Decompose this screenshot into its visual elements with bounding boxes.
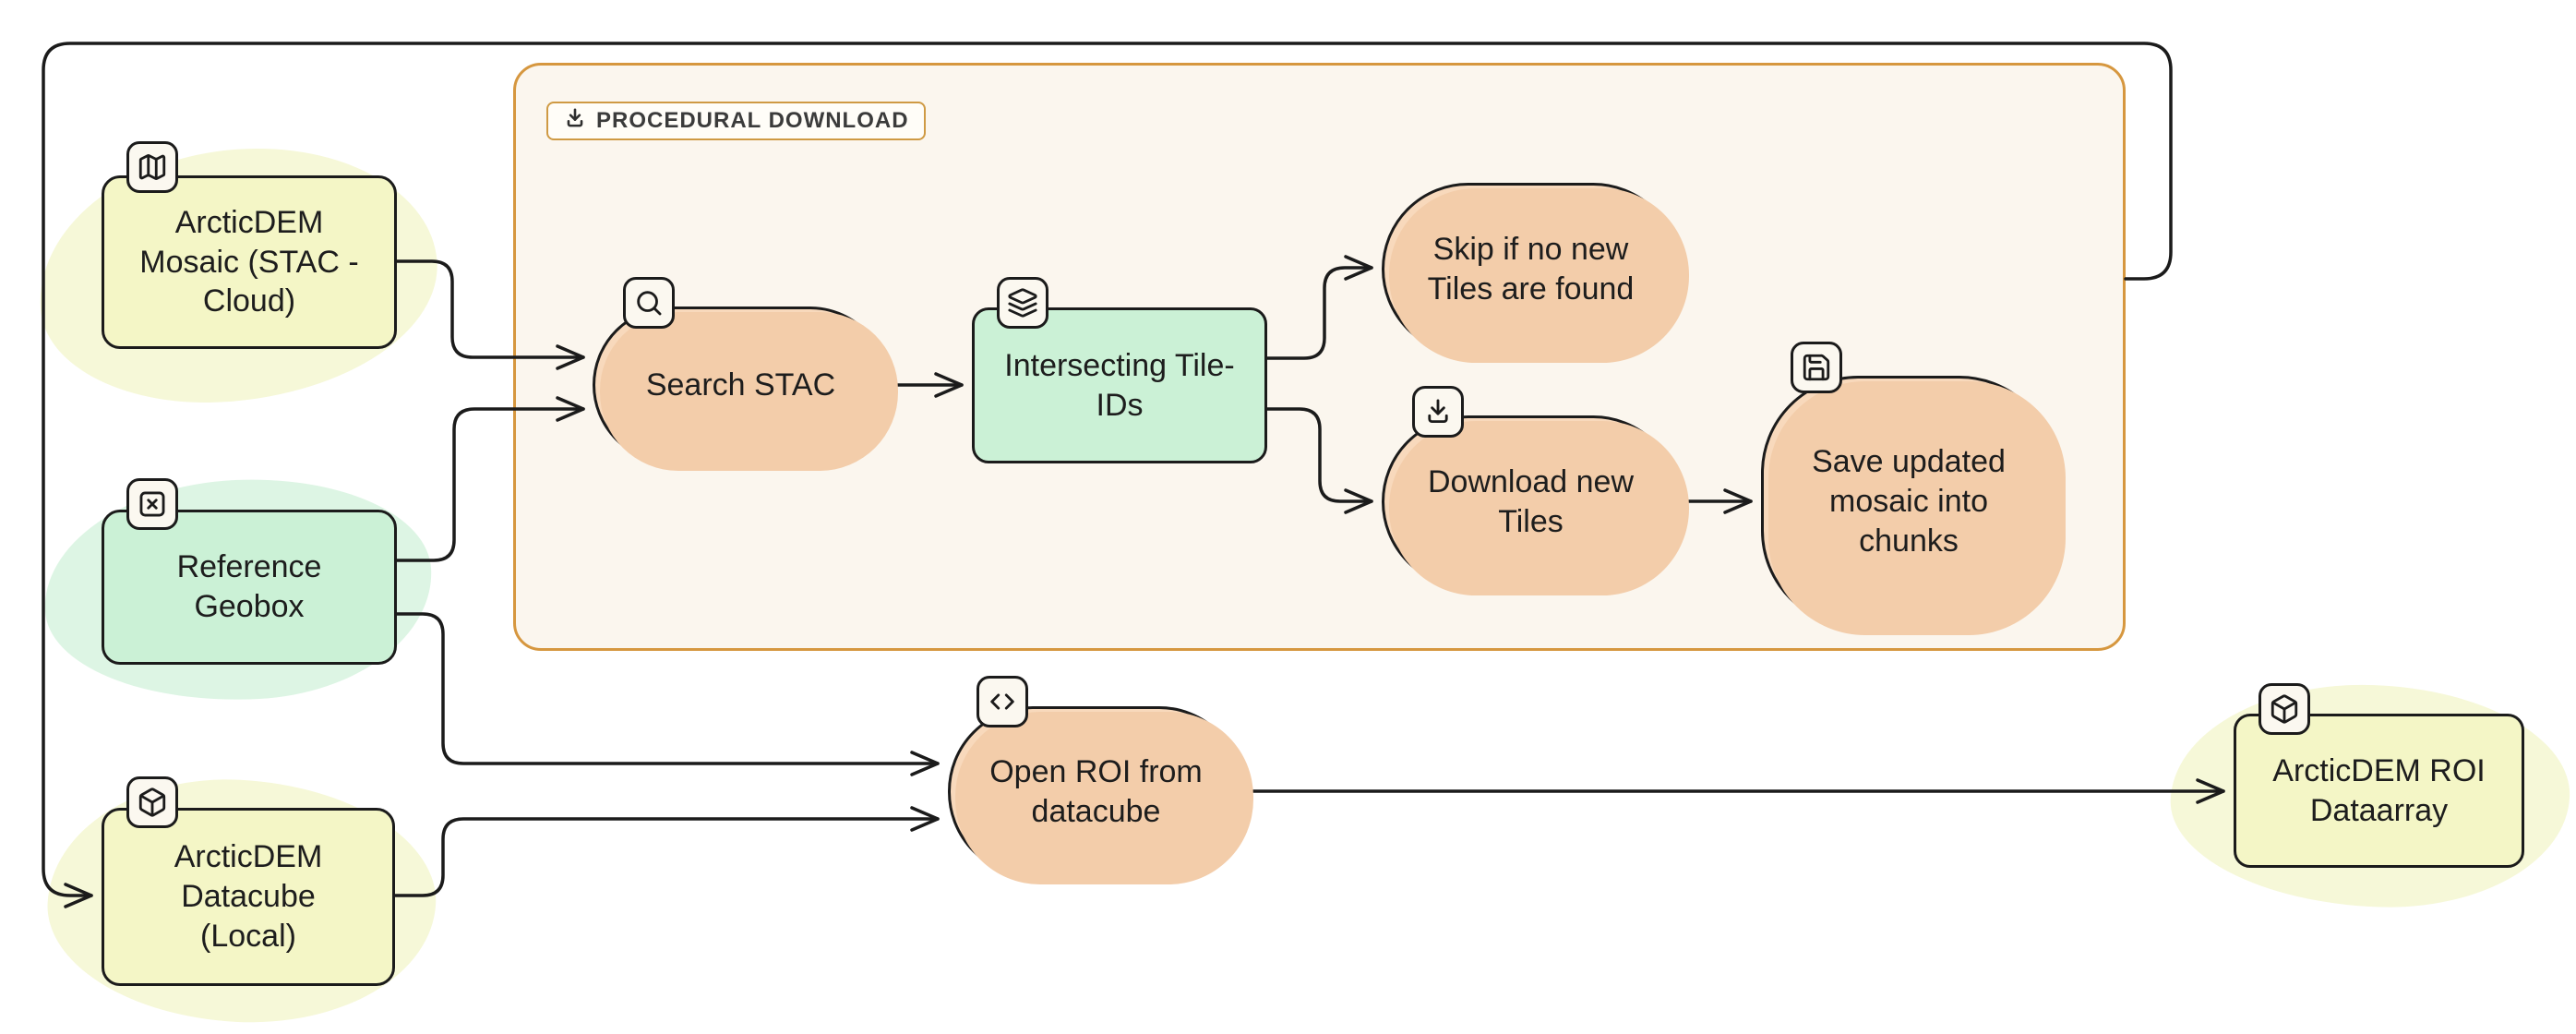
open-roi-badge[interactable] [976, 676, 1028, 727]
cube-icon [2270, 694, 2298, 724]
edge-datacube-to-openroi[interactable] [393, 806, 940, 897]
save-icon [1803, 354, 1830, 381]
node-label: Intersecting Tile-IDs [1004, 347, 1235, 423]
node-skip-if-no-new-tiles[interactable]: Skip if no new Tiles are found [1382, 183, 1680, 355]
node-label: Open ROI from datacube [989, 753, 1203, 829]
node-label: Save updated mosaic into chunks [1812, 444, 2006, 559]
node-intersecting-tileids[interactable]: Intersecting Tile-IDs [972, 307, 1267, 463]
edge-mosaic-to-search[interactable] [395, 259, 585, 370]
code-icon [990, 693, 1014, 710]
download-icon [1428, 399, 1448, 424]
edge-group-to-datacube[interactable] [42, 42, 2173, 908]
node-label: Skip if no new Tiles are found [1427, 231, 1635, 307]
roi-dataarray-badge[interactable] [2258, 683, 2310, 735]
node-label: Download new Tiles [1427, 463, 1635, 539]
search-stac-badge[interactable] [623, 277, 675, 329]
procedural-download-group-label[interactable]: PROCEDURAL DOWNLOAD [546, 102, 926, 140]
download-icon [563, 106, 587, 137]
box-x-icon [139, 491, 165, 517]
tileids-badge[interactable] [997, 277, 1048, 329]
node-arcticdem-mosaic[interactable]: ArcticDEM Mosaic (STAC - Cloud) [102, 175, 397, 349]
node-search-stac[interactable]: Search STAC [593, 307, 889, 463]
node-open-roi-from-datacube[interactable]: Open ROI from datacube [948, 706, 1244, 877]
geobox-badge[interactable] [126, 478, 178, 530]
map-icon [138, 154, 166, 180]
group-label-text: PROCEDURAL DOWNLOAD [596, 108, 909, 133]
node-download-new-tiles[interactable]: Download new Tiles [1382, 415, 1680, 588]
edge-tileids-to-download[interactable] [1265, 407, 1373, 514]
node-label: Search STAC [645, 367, 836, 403]
node-label: Reference Geobox [176, 549, 322, 624]
node-arcticdem-datacube[interactable]: ArcticDEM Datacube (Local) [102, 808, 395, 986]
edge-tileids-to-skip[interactable] [1265, 255, 1373, 360]
node-reference-geobox[interactable]: Reference Geobox [102, 510, 397, 665]
save-mosaic-badge[interactable] [1791, 342, 1842, 393]
edge-geobox-to-search[interactable] [395, 396, 585, 562]
node-save-updated-mosaic[interactable]: Save updated mosaic into chunks [1761, 376, 2056, 628]
node-label: ArcticDEM Datacube (Local) [174, 839, 323, 954]
layers-icon [1008, 288, 1037, 318]
node-label: ArcticDEM Mosaic (STAC - Cloud) [139, 204, 359, 319]
cube-icon [138, 788, 166, 817]
edge-geobox-to-openroi[interactable] [395, 612, 940, 776]
node-label: ArcticDEM ROI Dataarray [2272, 752, 2486, 828]
node-arcticdem-roi-dataarray[interactable]: ArcticDEM ROI Dataarray [2234, 714, 2524, 868]
search-icon [637, 291, 662, 316]
download-tiles-badge[interactable] [1412, 386, 1464, 438]
mosaic-badge[interactable] [126, 141, 178, 193]
datacube-badge[interactable] [126, 776, 178, 828]
